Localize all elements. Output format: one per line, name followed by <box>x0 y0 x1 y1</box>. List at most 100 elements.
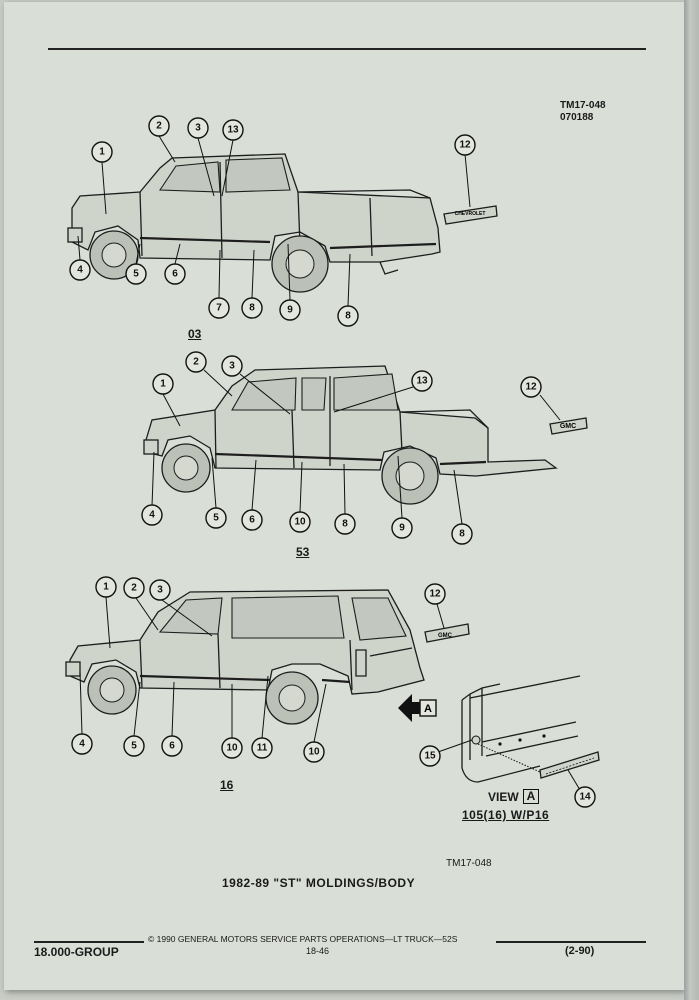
svg-text:2: 2 <box>131 583 137 594</box>
callout-3: 3 <box>149 579 171 601</box>
blazer-callouts: 1 2 3 12 4 5 6 10 11 10 <box>71 576 446 763</box>
view-a-application: 105(16) W/P16 <box>462 808 550 822</box>
callout-14: 14 <box>574 786 596 808</box>
callout-9: 9 <box>279 299 301 321</box>
gmc-badge-text-53: GMC <box>560 423 576 430</box>
drawing-date: 070188 <box>560 112 594 123</box>
svg-text:13: 13 <box>227 125 239 136</box>
svg-text:12: 12 <box>525 382 537 393</box>
svg-text:7: 7 <box>216 303 222 314</box>
adjacent-page-edge <box>684 0 699 1000</box>
callout-3: 3 <box>221 355 243 377</box>
view-a-letter-box: A <box>522 789 540 804</box>
callout-10: 10 <box>289 511 311 533</box>
callout-6: 6 <box>241 509 263 531</box>
top-rule <box>48 48 646 50</box>
svg-text:10: 10 <box>226 743 238 754</box>
footer-rule-right <box>496 941 646 943</box>
callout-13: 13 <box>411 370 433 392</box>
svg-text:8: 8 <box>345 311 351 322</box>
blazer-drawing: GMC A <box>65 589 470 725</box>
footer-rule-left <box>34 941 144 943</box>
callout-6: 6 <box>164 263 186 285</box>
svg-text:4: 4 <box>149 510 155 521</box>
svg-text:8: 8 <box>459 529 465 540</box>
footer-group: 18.000-GROUP <box>34 945 119 959</box>
drawing-id: TM17-048 <box>560 100 606 111</box>
callout-4: 4 <box>71 733 93 755</box>
catalog-page <box>4 2 684 990</box>
callout-4: 4 <box>141 504 163 526</box>
pickup-regular-cab-callouts: 1 2 3 13 12 4 5 6 7 8 9 8 <box>69 115 476 327</box>
view-label-03: 03 <box>188 327 202 341</box>
svg-text:5: 5 <box>133 269 139 280</box>
callout-5: 5 <box>205 507 227 529</box>
callout-12: 12 <box>520 376 542 398</box>
svg-text:9: 9 <box>399 523 405 534</box>
svg-text:3: 3 <box>229 361 235 372</box>
pickup-extended-cab-drawing: GMC <box>143 365 588 505</box>
svg-text:8: 8 <box>249 303 255 314</box>
svg-text:1: 1 <box>103 582 109 593</box>
view-a-arrow <box>398 694 424 722</box>
callout-2: 2 <box>185 351 207 373</box>
callout-8: 8 <box>334 513 356 535</box>
svg-text:4: 4 <box>79 739 85 750</box>
view-a-detail-drawing <box>461 675 600 783</box>
callout-3: 3 <box>187 117 209 139</box>
callout-8b: 8 <box>451 523 473 545</box>
svg-text:15: 15 <box>424 751 436 762</box>
svg-text:12: 12 <box>459 140 471 151</box>
callout-4: 4 <box>69 259 91 281</box>
gmc-badge-text-16: GMC <box>438 633 453 639</box>
callout-12: 12 <box>424 583 446 605</box>
callout-5: 5 <box>125 263 147 285</box>
callout-11: 11 <box>251 737 273 759</box>
callout-10b: 10 <box>303 741 325 763</box>
svg-text:10: 10 <box>308 747 320 758</box>
callout-9: 9 <box>391 517 413 539</box>
view-a-callouts: 15 14 <box>419 745 596 808</box>
callout-5: 5 <box>123 735 145 757</box>
figure-reference: TM17-048 <box>446 858 492 869</box>
footer-revision: (2-90) <box>565 945 595 957</box>
svg-text:5: 5 <box>131 741 137 752</box>
callout-12: 12 <box>454 134 476 156</box>
view-a-caption: VIEW A <box>488 789 540 804</box>
footer-copyright: © 1990 GENERAL MOTORS SERVICE PARTS OPER… <box>148 934 458 944</box>
svg-text:13: 13 <box>416 376 428 387</box>
callout-2: 2 <box>148 115 170 137</box>
svg-text:2: 2 <box>156 121 162 132</box>
callout-8b: 8 <box>337 305 359 327</box>
view-label-16: 16 <box>220 778 234 792</box>
svg-text:5: 5 <box>213 513 219 524</box>
callout-8: 8 <box>241 297 263 319</box>
svg-text:8: 8 <box>342 519 348 530</box>
blazer-leaders <box>79 596 445 743</box>
chevrolet-badge-text: CHEVROLET <box>455 211 486 217</box>
view-a-arrow-letter: A <box>424 703 432 715</box>
view-a-box <box>419 699 437 717</box>
view-a-word: VIEW <box>488 789 519 804</box>
svg-text:10: 10 <box>294 517 306 528</box>
svg-text:6: 6 <box>169 741 175 752</box>
callout-1: 1 <box>95 576 117 598</box>
svg-text:6: 6 <box>249 515 255 526</box>
svg-text:4: 4 <box>77 265 83 276</box>
callout-7: 7 <box>208 297 230 319</box>
svg-text:9: 9 <box>287 305 293 316</box>
callout-13: 13 <box>222 119 244 141</box>
svg-text:3: 3 <box>195 123 201 134</box>
pickup-extended-cab-callouts: 1 2 3 13 12 4 5 6 10 8 9 8 <box>141 351 542 545</box>
svg-text:1: 1 <box>160 379 166 390</box>
callout-1: 1 <box>91 141 113 163</box>
callout-2: 2 <box>123 577 145 599</box>
figure-caption: 1982-89 "ST" MOLDINGS/BODY <box>222 876 416 890</box>
svg-text:12: 12 <box>429 589 441 600</box>
callout-15: 15 <box>419 745 441 767</box>
svg-text:6: 6 <box>172 269 178 280</box>
svg-text:14: 14 <box>579 792 591 803</box>
svg-text:11: 11 <box>257 743 268 754</box>
svg-text:3: 3 <box>157 585 163 596</box>
